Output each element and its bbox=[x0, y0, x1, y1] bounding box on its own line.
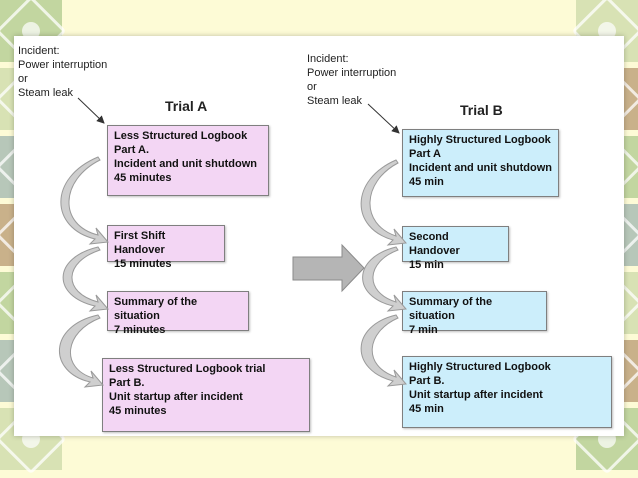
trial-a-title: Trial A bbox=[165, 98, 208, 114]
trial-b-step-logbook-part-a: Highly Structured Logbook Part A Inciden… bbox=[402, 129, 559, 197]
trial-b-connector-1 bbox=[360, 159, 407, 246]
trial-a-connector-1 bbox=[60, 156, 109, 245]
incident-pointer-a bbox=[77, 97, 105, 124]
right-incident-label: Incident: Power interruption or Steam le… bbox=[307, 53, 397, 107]
trial-a-connector-3 bbox=[59, 314, 104, 388]
trial-b-step-summary: Summary of the situation 7 min bbox=[402, 291, 547, 336]
trial-b-connector-2 bbox=[362, 246, 407, 312]
trial-b-connector-3 bbox=[360, 314, 407, 387]
trial-b-title: Trial B bbox=[460, 102, 503, 118]
trial-a-step-logbook-part-a: Less Structured Logbook Part A. Incident… bbox=[107, 125, 269, 196]
trial-a-step-logbook-part-b: Less Structured Logbook trial Part B. Un… bbox=[102, 358, 310, 432]
trial-a-step-summary: Summary of the situation 7 minutes bbox=[107, 291, 249, 336]
left-incident-label: Incident: Power interruption or Steam le… bbox=[18, 45, 108, 99]
transition-arrow bbox=[292, 243, 365, 293]
trial-a-step-first-handover: First Shift Handover 15 minutes bbox=[107, 225, 225, 270]
trial-b-step-second-handover: Second Handover 15 min bbox=[402, 226, 509, 271]
incident-pointer-b bbox=[367, 103, 400, 134]
trial-a-connector-2 bbox=[62, 246, 109, 312]
trial-b-step-logbook-part-b: Highly Structured Logbook Part B. Unit s… bbox=[402, 356, 612, 428]
